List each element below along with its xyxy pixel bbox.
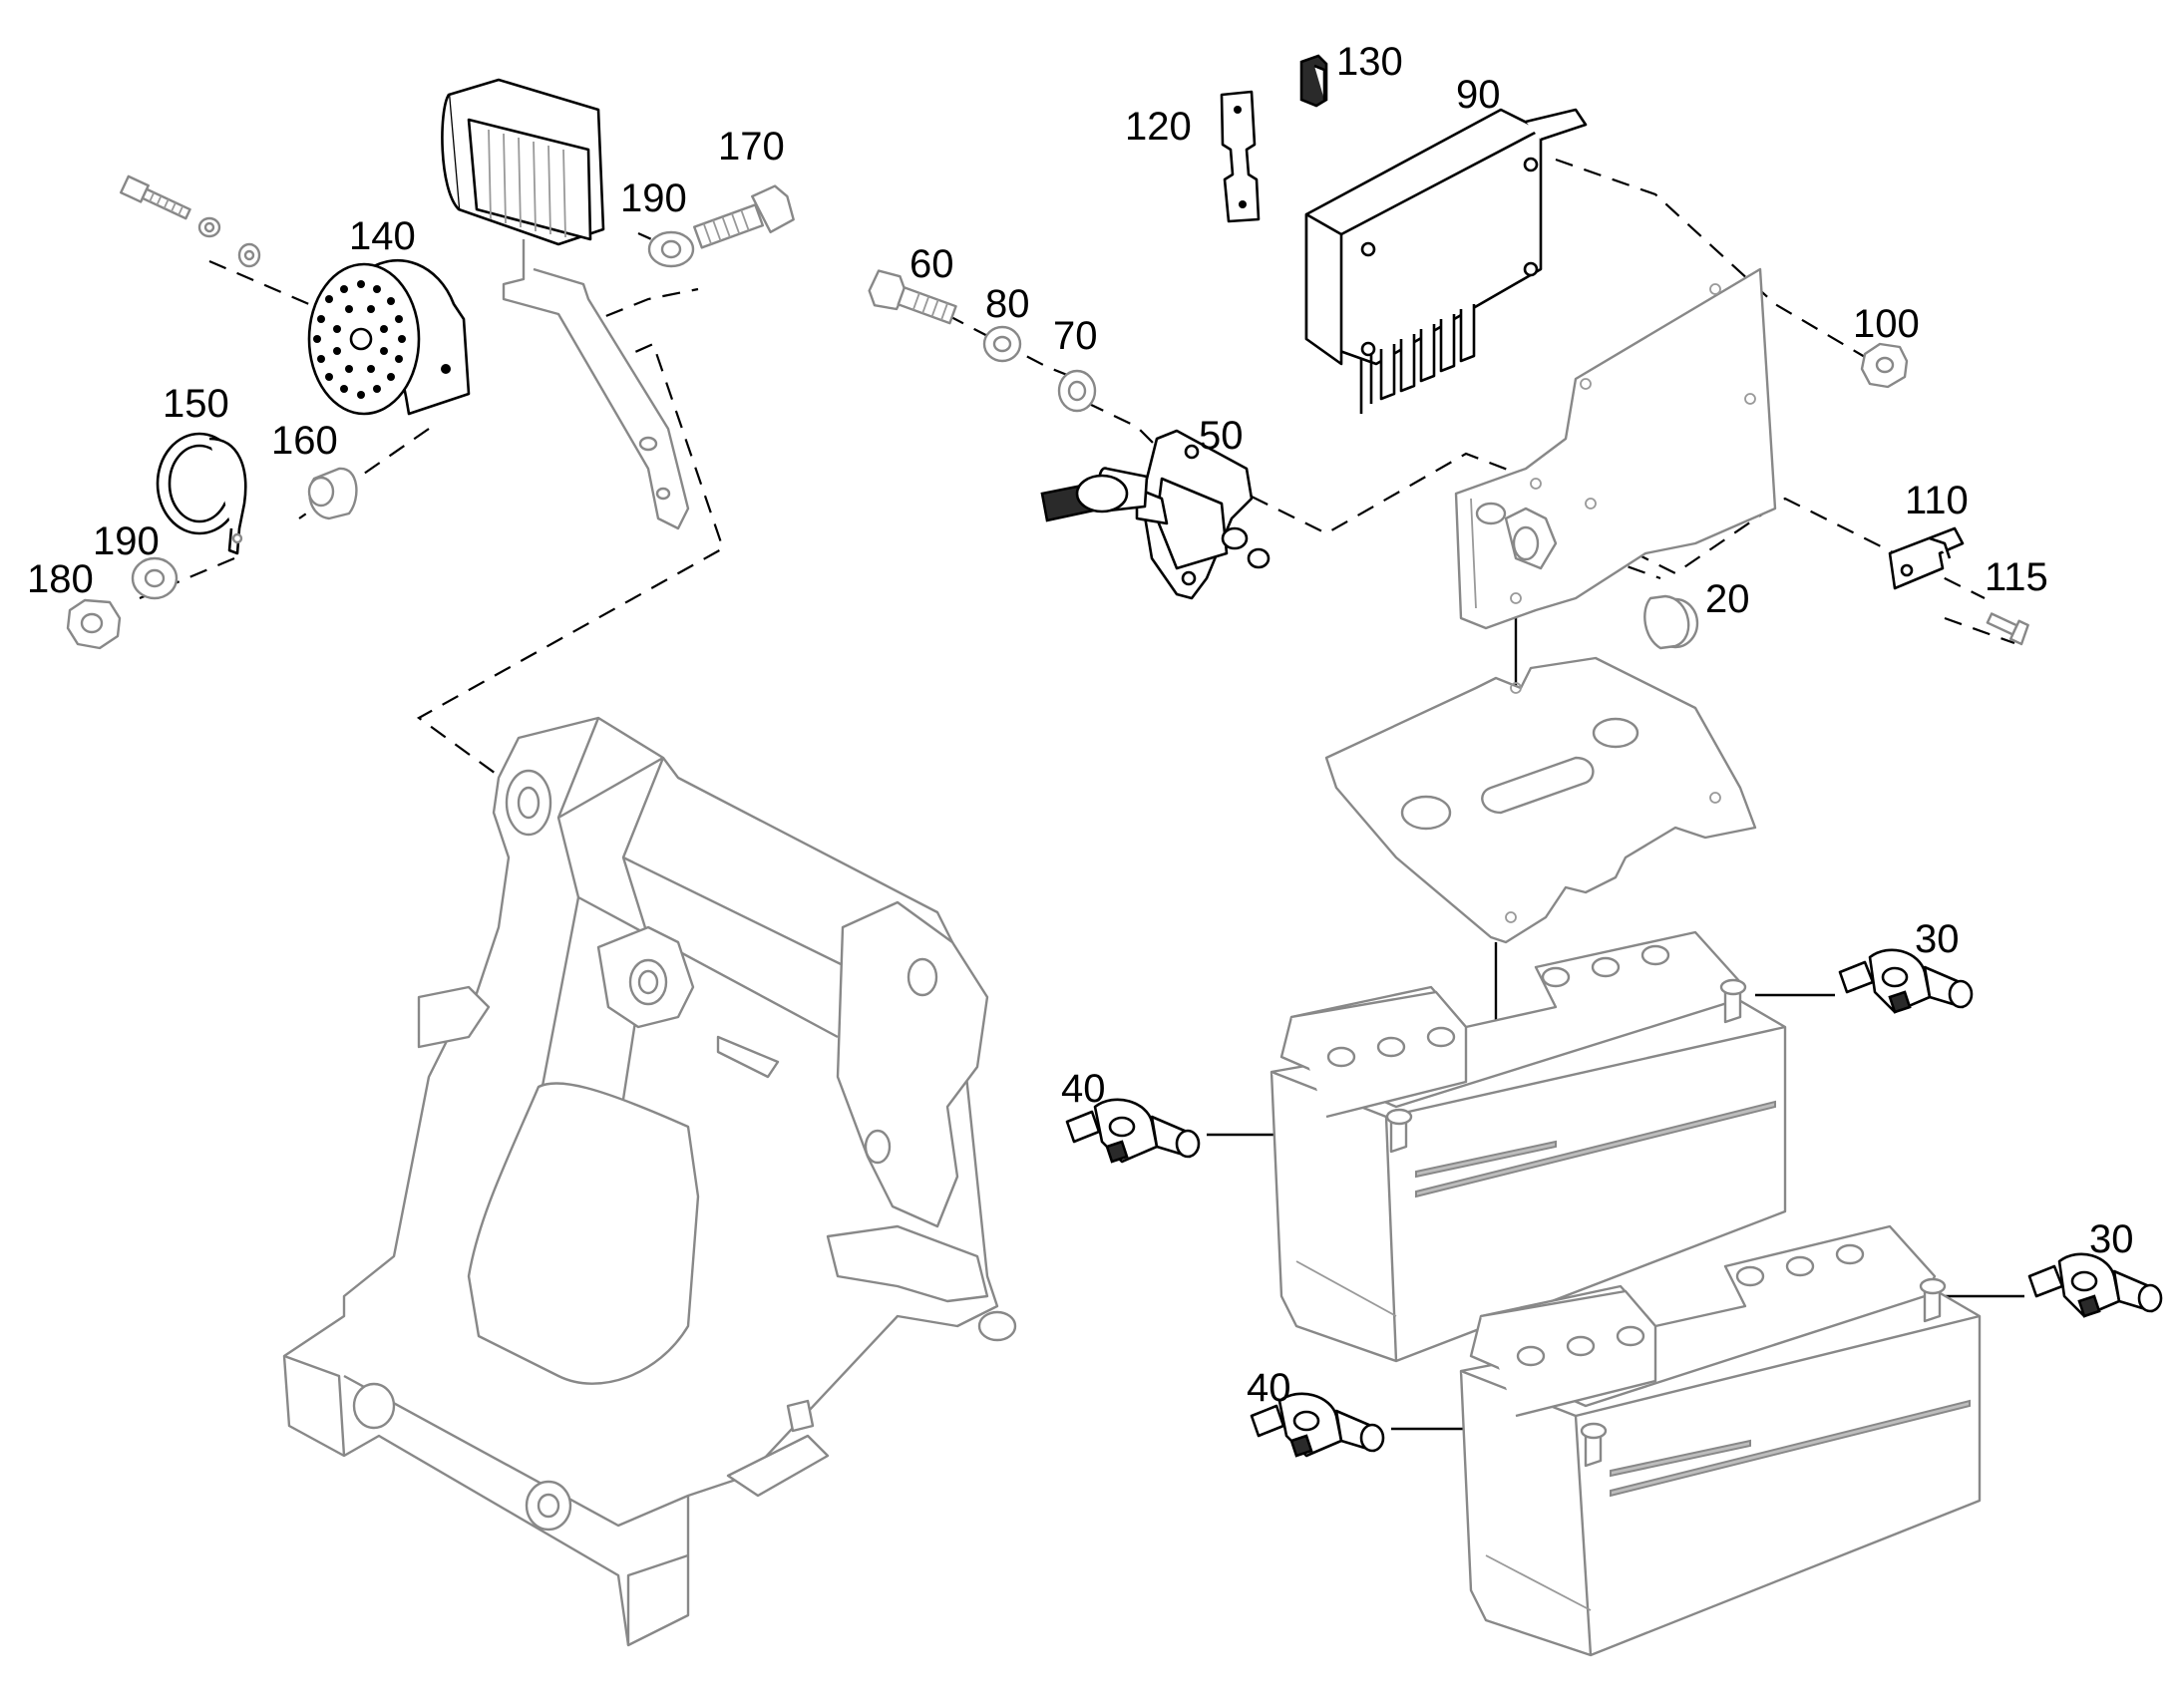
spacer-160-part [307, 467, 358, 520]
battery-tray-plate [1324, 656, 1757, 944]
mounting-plate-upper [1454, 267, 1777, 630]
assembly-lines [139, 158, 2015, 777]
washer-80-part [982, 325, 1022, 363]
work-lamp-part [441, 78, 690, 530]
callout-50: 50 [1199, 414, 1244, 458]
isolator-switch-50-part [1040, 429, 1271, 600]
bolt-60-part [868, 269, 957, 325]
clip-110-part [1888, 526, 1965, 590]
callout-170: 170 [718, 125, 785, 169]
washer-190-bottom [131, 556, 179, 600]
callout-80: 80 [985, 282, 1030, 326]
callout-100: 100 [1853, 302, 1920, 346]
terminal-clamp-40-upper [1065, 1098, 1201, 1164]
nut-100-part [1860, 342, 1909, 389]
callout-150: 150 [163, 382, 229, 426]
bolt-washer-set-top-left [119, 174, 261, 268]
fuse-link-120-part [1220, 90, 1261, 223]
bolt-170-part [693, 184, 795, 249]
callout-40-upper: 40 [1061, 1067, 1106, 1111]
callout-190-bottom: 190 [93, 519, 160, 563]
machine-frame [282, 716, 1017, 1647]
callout-160: 160 [271, 419, 338, 463]
washer-70-part [1057, 369, 1097, 413]
terminal-clamp-30-lower [2027, 1252, 2163, 1318]
callout-20: 20 [1705, 577, 1750, 621]
battery-2 [1459, 1224, 1982, 1657]
callout-labels: 130 90 120 170 190 140 60 80 70 100 150 … [27, 40, 2134, 1410]
cap-20-part [1643, 594, 1699, 650]
terminal-clamp-40-lower [1250, 1392, 1385, 1458]
battery-1 [1270, 930, 1787, 1363]
callout-140: 140 [349, 214, 416, 258]
callout-180: 180 [27, 557, 94, 601]
callout-70: 70 [1053, 314, 1098, 358]
callout-190-top: 190 [620, 176, 687, 220]
nut-180-part [66, 598, 122, 650]
screw-115-part [1986, 612, 2029, 646]
washer-190-top [647, 230, 695, 268]
horn-speaker-part [307, 258, 471, 416]
callout-90: 90 [1456, 73, 1501, 117]
terminal-clamp-30-upper [1838, 948, 1974, 1014]
callout-120: 120 [1125, 105, 1192, 149]
buzzer-150-part [156, 432, 247, 555]
control-unit-90-part [1304, 108, 1588, 414]
callout-130: 130 [1336, 40, 1403, 84]
connector-130-part [1299, 54, 1328, 108]
callout-115: 115 [1985, 555, 2048, 599]
callout-30-lower: 30 [2089, 1217, 2134, 1261]
callout-30-upper: 30 [1915, 917, 1960, 961]
callout-60: 60 [909, 242, 954, 286]
callout-110: 110 [1905, 479, 1969, 522]
callout-40-lower: 40 [1247, 1366, 1291, 1410]
